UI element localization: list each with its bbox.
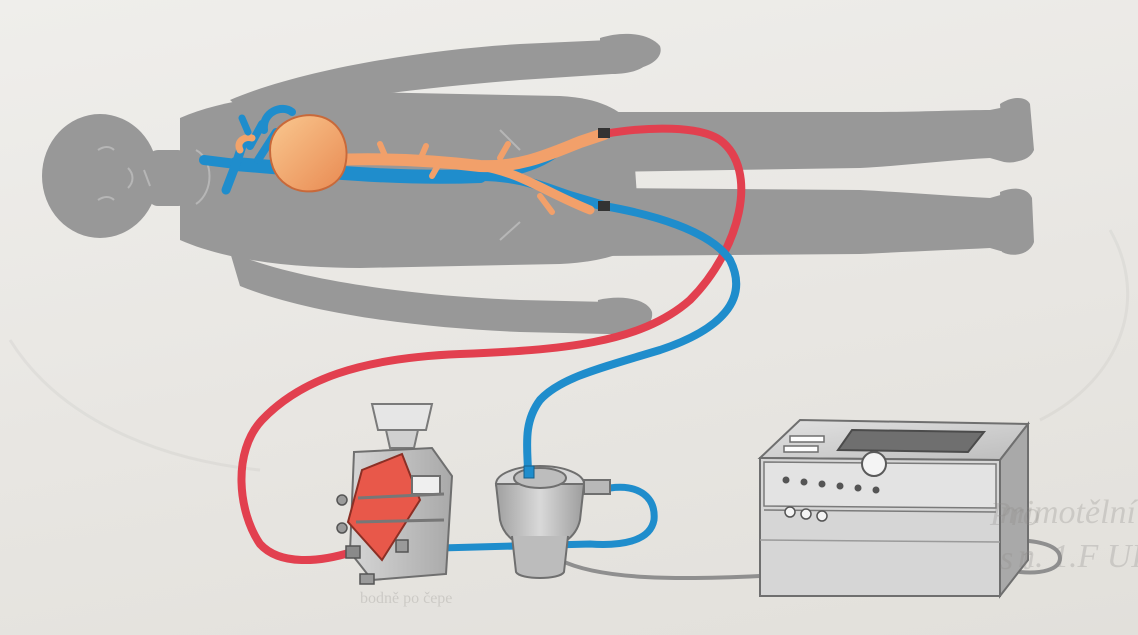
console-slot-2	[784, 446, 818, 452]
console-slot-1	[790, 436, 824, 442]
centrifugal-pump	[496, 466, 610, 578]
console-knob-icon	[862, 452, 886, 476]
pump-console-cable	[560, 560, 760, 578]
arterial-cannula-connector	[598, 128, 610, 138]
console-display	[838, 430, 984, 452]
pump-control-console	[760, 420, 1028, 596]
membrane-oxygenator	[337, 404, 452, 584]
venous-cannula-connector	[598, 201, 610, 211]
